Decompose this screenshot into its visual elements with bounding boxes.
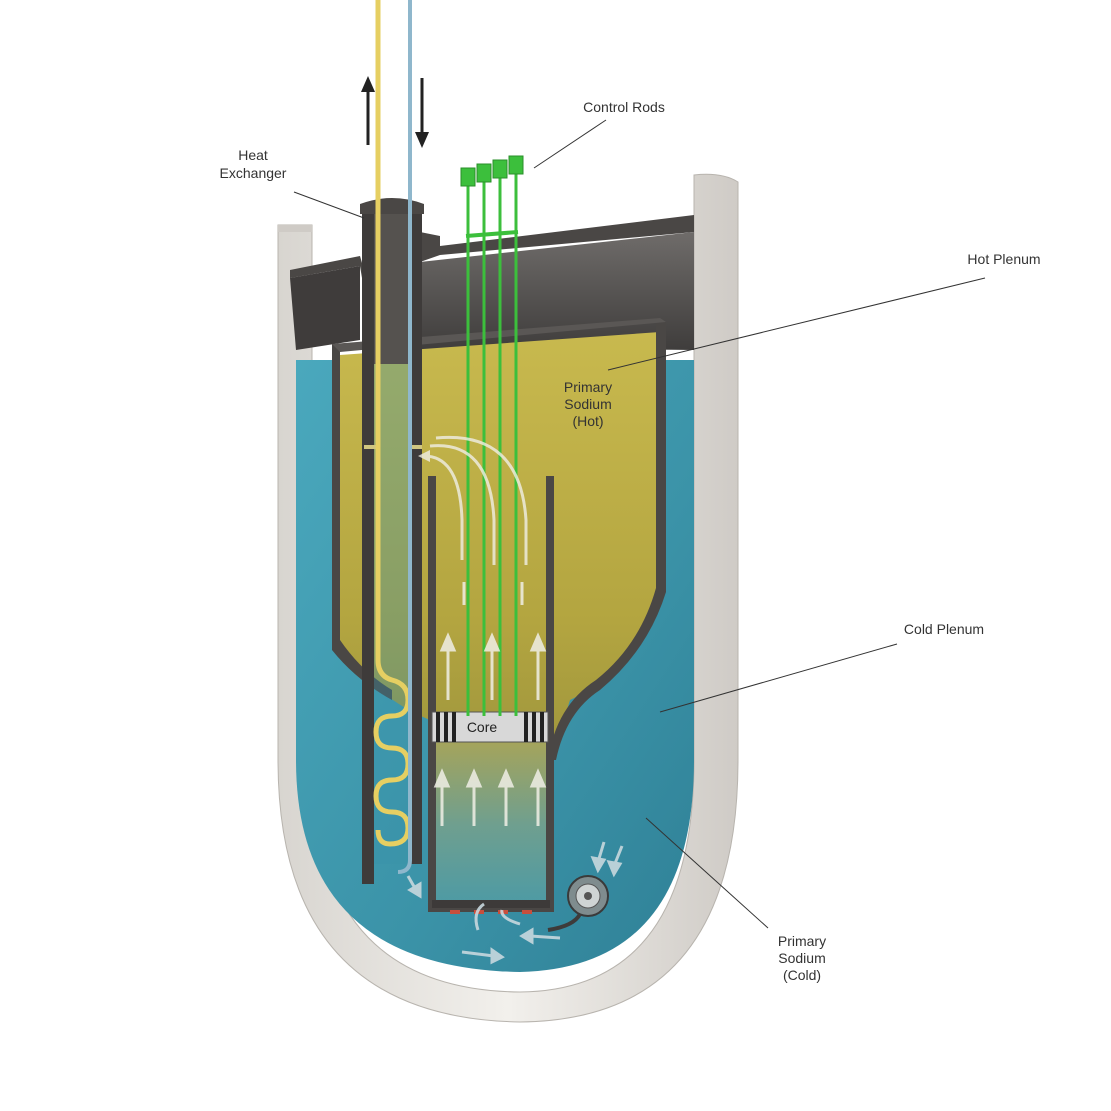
label-hot-plenum: Hot Plenum — [967, 251, 1040, 267]
label-primary-sodium-hot-line1: Primary — [564, 379, 612, 395]
control-rod-drives — [460, 155, 524, 187]
roof-left-block — [290, 266, 360, 350]
flow-up-arrow — [361, 76, 375, 145]
label-primary-sodium-cold-line3: (Cold) — [783, 967, 821, 983]
label-primary-sodium-hot-line2: Sodium — [564, 396, 611, 412]
vessel-top-rim — [278, 225, 312, 232]
label-primary-sodium-cold-line1: Primary — [778, 933, 826, 949]
label-heat-exchanger-line1: Heat — [238, 147, 268, 163]
core-flow-arrows — [433, 582, 547, 826]
label-cold-plenum: Cold Plenum — [904, 621, 984, 637]
hot-plenum-flow-arrows — [418, 435, 528, 565]
leader-lines — [293, 119, 986, 929]
label-control-rods: Control Rods — [583, 99, 665, 115]
label-heat-exchanger-line2: Exchanger — [220, 165, 287, 181]
cold-plenum-flow-arrows — [406, 841, 624, 965]
flow-down-arrow — [415, 78, 429, 148]
roof-dome — [420, 232, 694, 358]
redan-wall-left — [332, 344, 392, 700]
core-block — [431, 711, 549, 743]
vessel-outer-wall — [277, 173, 739, 1023]
coolant-inlet-line — [397, 0, 412, 874]
grid-plate — [432, 900, 550, 908]
pump-icon — [547, 875, 609, 932]
redan-wall-right — [548, 318, 666, 760]
core-lower-plenum — [432, 740, 548, 910]
label-core: Core — [467, 719, 498, 735]
control-rods — [465, 174, 519, 716]
label-primary-sodium-hot-line3: (Hot) — [572, 413, 603, 429]
label-primary-sodium-cold-line2: Sodium — [778, 950, 825, 966]
